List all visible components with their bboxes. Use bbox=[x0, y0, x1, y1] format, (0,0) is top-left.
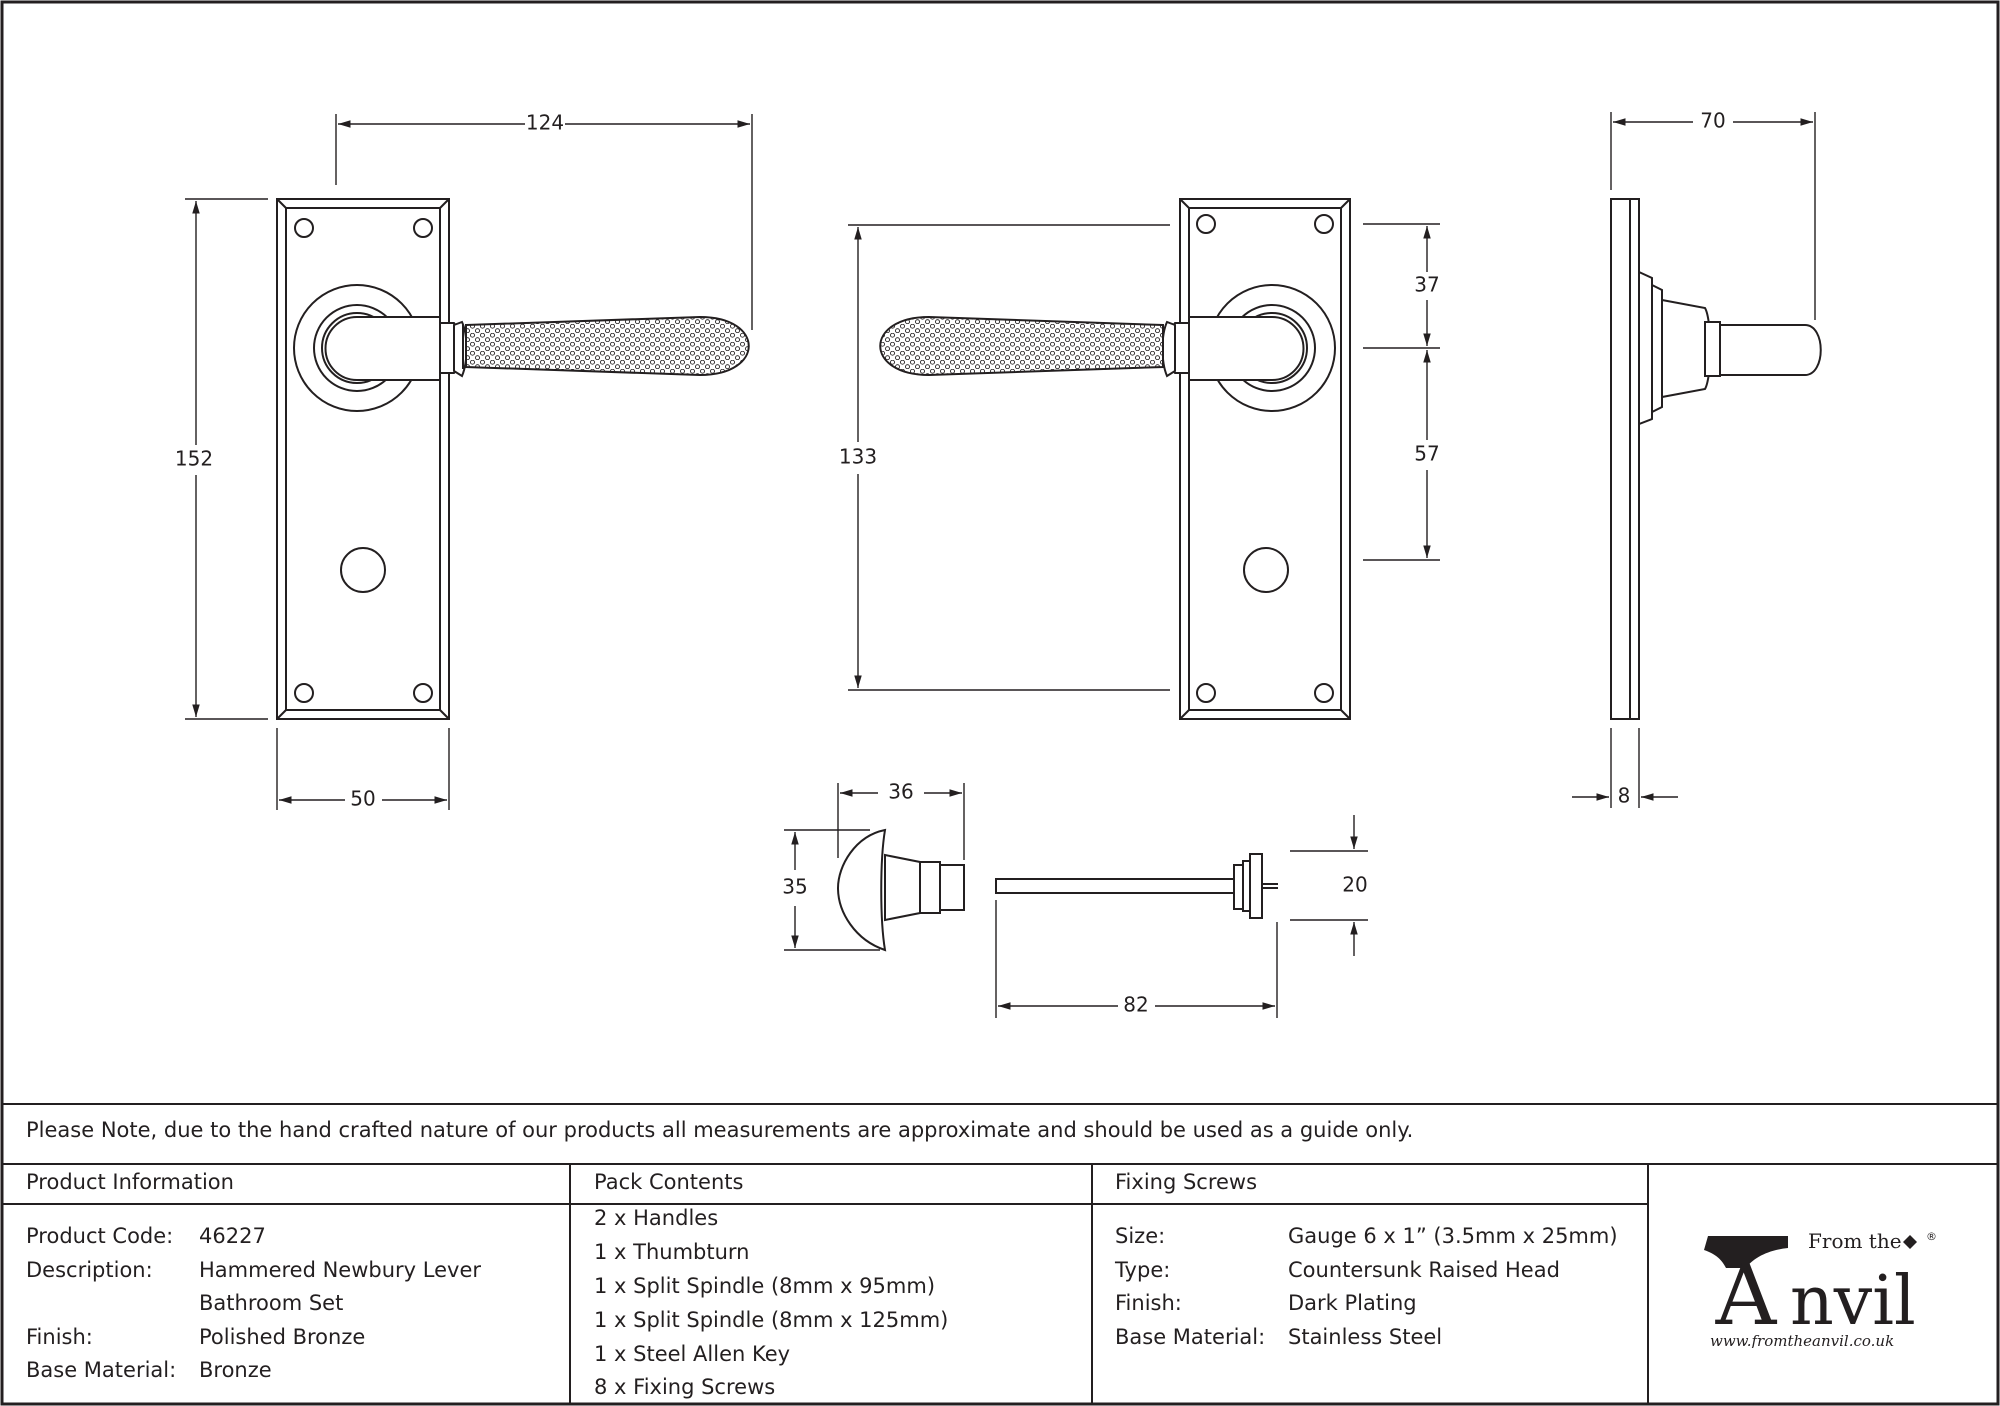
measurement-note: Please Note, due to the hand crafted nat… bbox=[26, 1118, 1414, 1142]
screw-material-label: Base Material: bbox=[1115, 1325, 1266, 1349]
dim-50: 50 bbox=[350, 787, 375, 811]
description-value: Hammered Newbury Lever bbox=[199, 1258, 482, 1282]
anvil-icon bbox=[1704, 1236, 1788, 1268]
dim-70: 70 bbox=[1700, 109, 1725, 133]
pack-item: 1 x Split Spindle (8mm x 125mm) bbox=[594, 1308, 949, 1332]
pack-item: 1 x Thumbturn bbox=[594, 1240, 750, 1264]
product-information-heading: Product Information bbox=[26, 1170, 234, 1194]
screw-hole bbox=[294, 683, 314, 703]
info-table-grid bbox=[2, 1103, 1998, 1404]
pack-item: 2 x Handles bbox=[594, 1206, 719, 1230]
pack-item: 1 x Steel Allen Key bbox=[594, 1342, 791, 1366]
dim-37: 37 bbox=[1414, 273, 1439, 297]
lever-neck bbox=[324, 316, 441, 381]
spindle-view bbox=[995, 853, 1278, 919]
side-rose bbox=[1661, 298, 1712, 399]
side-view bbox=[1610, 198, 1822, 720]
thumbturn-view bbox=[836, 828, 965, 952]
logo-registered: ® bbox=[1926, 1230, 1937, 1243]
front-view-left bbox=[276, 198, 750, 720]
dim-36: 36 bbox=[888, 780, 913, 804]
backplate-inner bbox=[1188, 207, 1342, 711]
screw-hole bbox=[1196, 683, 1216, 703]
logo-from-the: From the bbox=[1808, 1229, 1902, 1253]
pack-contents-heading: Pack Contents bbox=[594, 1170, 744, 1194]
product-code-label: Product Code: bbox=[26, 1224, 174, 1248]
dim-57: 57 bbox=[1414, 442, 1439, 466]
finish-value: Polished Bronze bbox=[199, 1325, 366, 1349]
pack-item: 8 x Fixing Screws bbox=[594, 1375, 776, 1399]
base-material-label: Base Material: bbox=[26, 1358, 177, 1382]
finish-label: Finish: bbox=[26, 1325, 93, 1349]
dim-124: 124 bbox=[526, 111, 564, 135]
keyhole-turn bbox=[340, 547, 386, 593]
dim-152: 152 bbox=[175, 447, 213, 471]
product-code-value: 46227 bbox=[199, 1224, 266, 1248]
screw-hole bbox=[294, 218, 314, 238]
spindle-head bbox=[1249, 853, 1263, 919]
description-value-cont: Bathroom Set bbox=[199, 1291, 344, 1315]
side-plate bbox=[1610, 198, 1640, 720]
screw-hole bbox=[413, 683, 433, 703]
backplate-inner bbox=[285, 207, 441, 711]
logo-a: A bbox=[1715, 1246, 1778, 1344]
dim-35: 35 bbox=[782, 875, 807, 899]
lever-hammered-grip bbox=[879, 315, 1164, 377]
screw-material-value: Stainless Steel bbox=[1288, 1325, 1443, 1349]
from-the-anvil-logo: A nvil From the ® www.fromtheanvil.co.uk bbox=[1704, 1229, 1937, 1348]
logo-url: www.fromtheanvil.co.uk bbox=[1710, 1332, 1894, 1348]
screw-hole bbox=[413, 218, 433, 238]
dim-20: 20 bbox=[1342, 873, 1367, 897]
backplate-outer bbox=[276, 198, 450, 720]
keyhole-turn bbox=[1243, 547, 1289, 593]
logo-nvil: nvil bbox=[1790, 1262, 1916, 1341]
lever-hammered-grip bbox=[465, 315, 750, 377]
screw-hole bbox=[1196, 214, 1216, 234]
screw-type-label: Type: bbox=[1115, 1258, 1171, 1282]
pack-item: 1 x Split Spindle (8mm x 95mm) bbox=[594, 1274, 936, 1298]
description-label: Description: bbox=[26, 1258, 153, 1282]
fixing-screws-heading: Fixing Screws bbox=[1115, 1170, 1258, 1194]
screw-size-label: Size: bbox=[1115, 1224, 1166, 1248]
dim-8: 8 bbox=[1618, 784, 1631, 808]
screw-finish-value: Dark Plating bbox=[1288, 1291, 1417, 1315]
backplate-outer bbox=[1179, 198, 1351, 720]
lever-neck bbox=[1188, 316, 1305, 381]
base-material-value: Bronze bbox=[199, 1358, 272, 1382]
front-view-right bbox=[879, 198, 1351, 720]
screw-type-value: Countersunk Raised Head bbox=[1288, 1258, 1560, 1282]
screw-size-value: Gauge 6 x 1” (3.5mm x 25mm) bbox=[1288, 1224, 1618, 1248]
dim-133: 133 bbox=[839, 445, 877, 469]
screw-hole bbox=[1314, 214, 1334, 234]
screw-finish-label: Finish: bbox=[1115, 1291, 1182, 1315]
spindle-bar bbox=[995, 878, 1235, 894]
screw-hole bbox=[1314, 683, 1334, 703]
dim-82: 82 bbox=[1123, 993, 1148, 1017]
thumbturn-knob bbox=[836, 828, 887, 952]
side-lever bbox=[1719, 324, 1822, 376]
